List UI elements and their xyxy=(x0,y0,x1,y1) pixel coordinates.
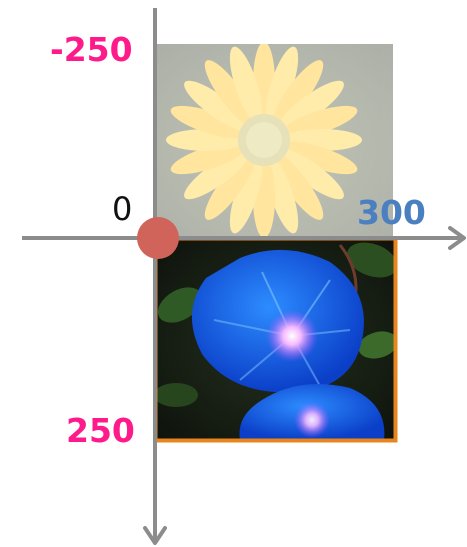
x-positive-label: 300 xyxy=(357,196,426,229)
origin-label: 0 xyxy=(112,193,132,225)
origin-dot xyxy=(137,217,179,259)
y-positive-label: 250 xyxy=(66,414,135,447)
y-negative-label: -250 xyxy=(50,33,133,66)
blue-morning-glory-image xyxy=(152,236,402,440)
